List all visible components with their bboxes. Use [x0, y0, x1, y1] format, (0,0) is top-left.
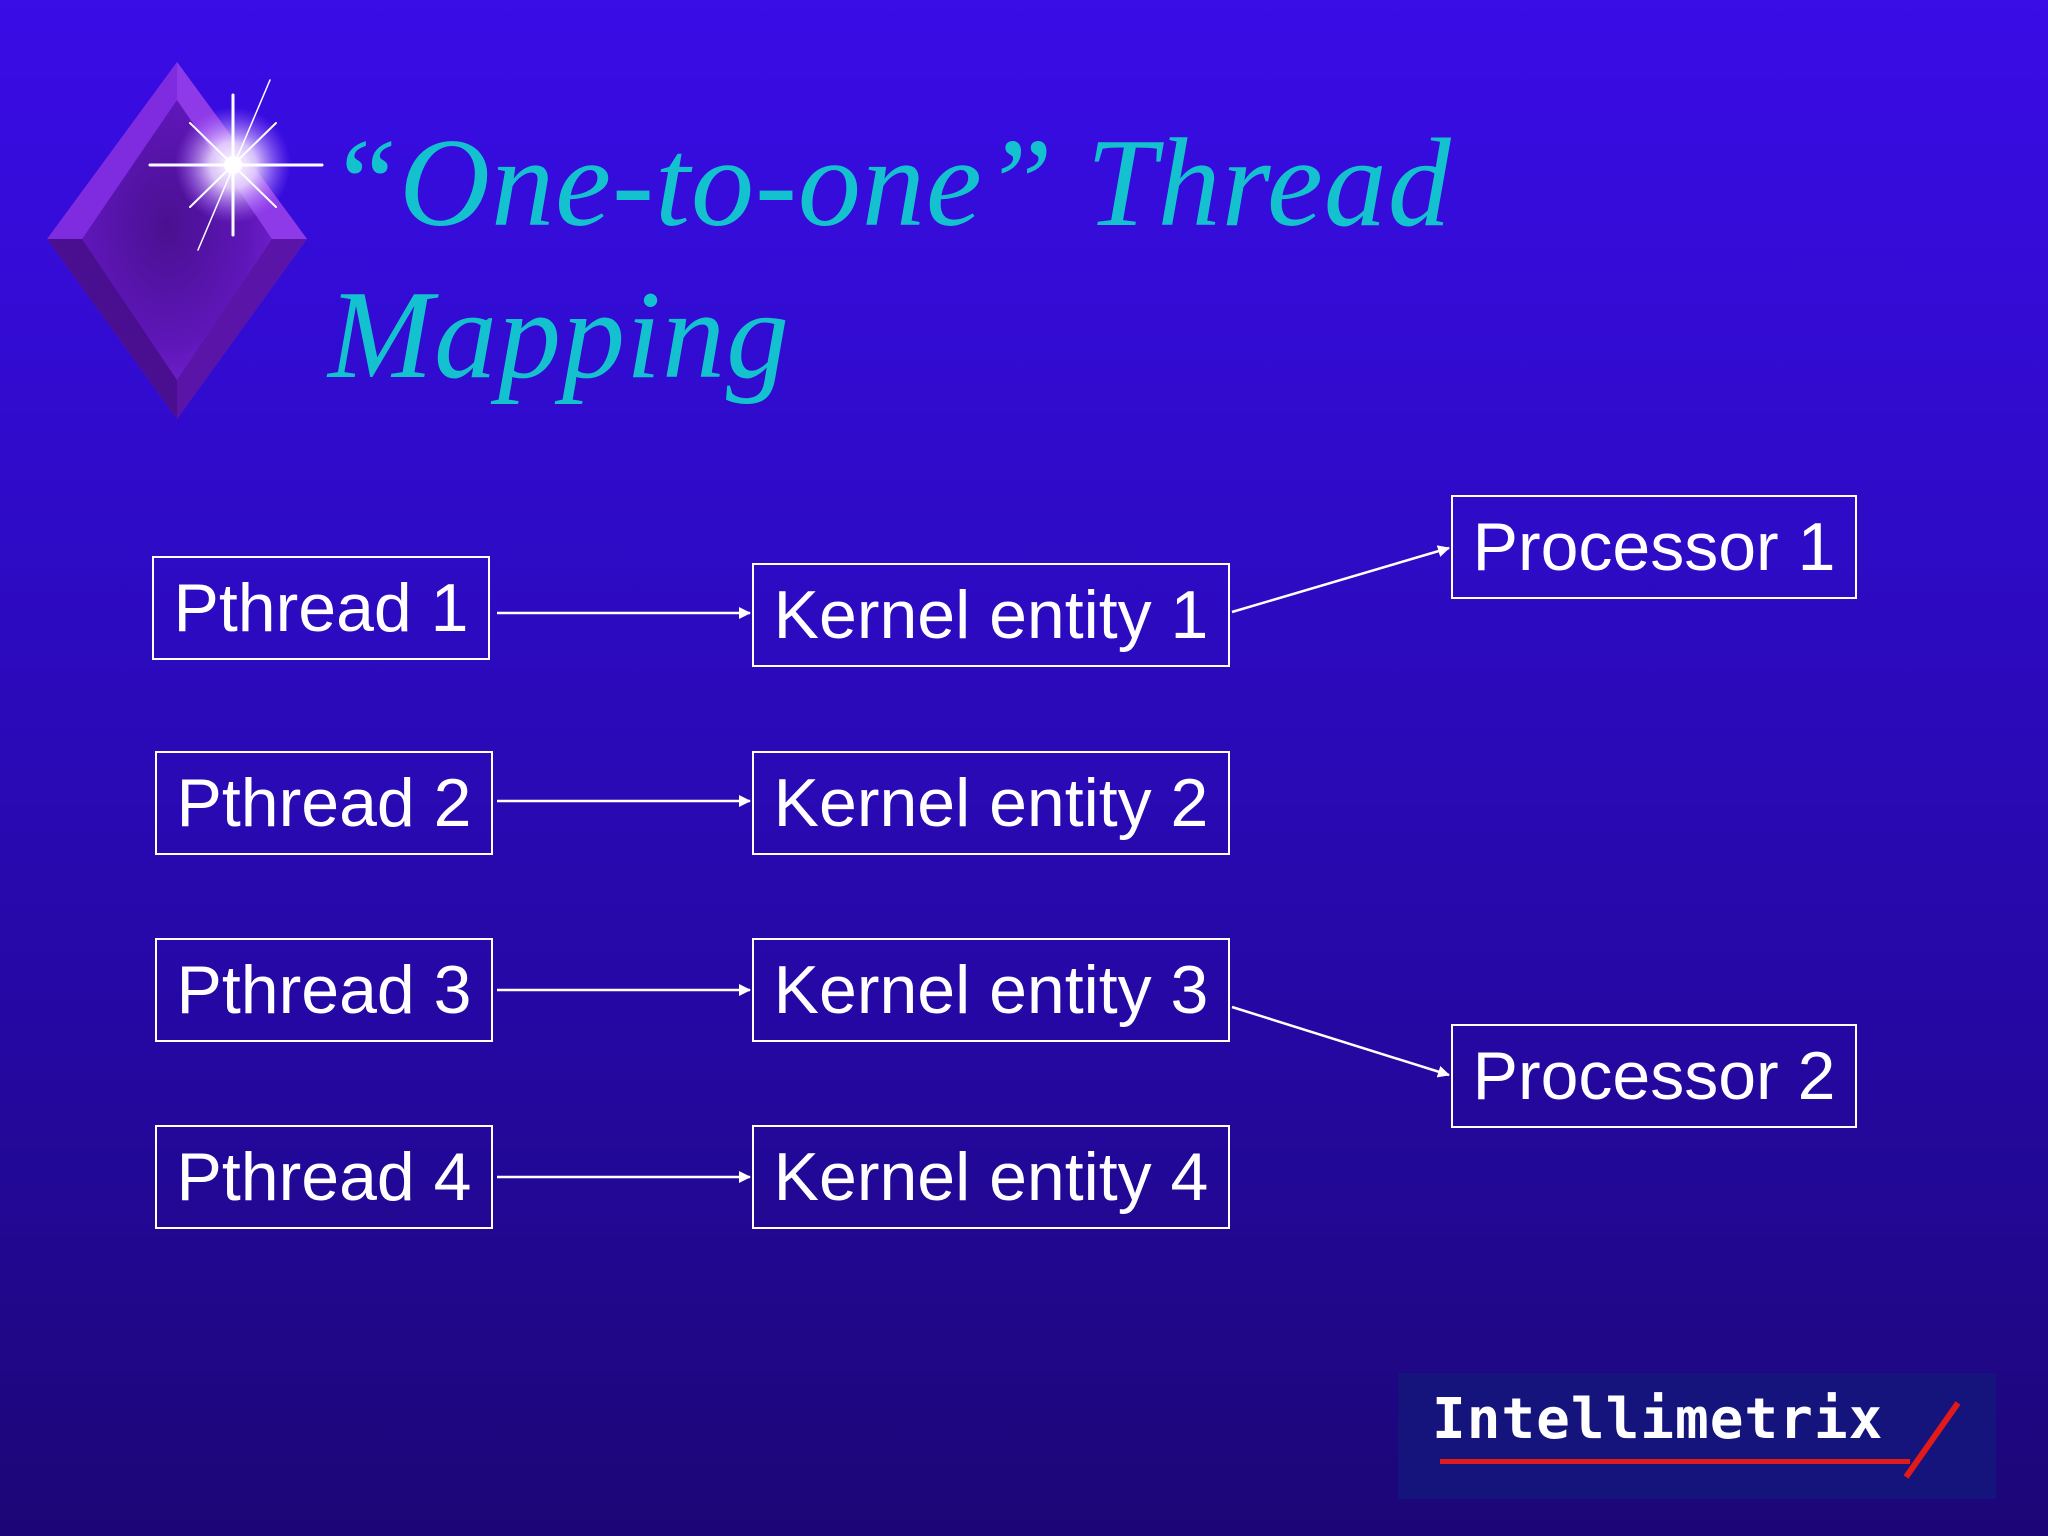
kernel-entity-3-box: Kernel entity 3 [752, 938, 1230, 1042]
kernel-entity-4-box: Kernel entity 4 [752, 1125, 1230, 1229]
title-line-1: “One-to-one” Thread [328, 114, 1452, 253]
pthread-2-box: Pthread 2 [155, 751, 493, 855]
pthread-4-box: Pthread 4 [155, 1125, 493, 1229]
kernel-entity-2-box: Kernel entity 2 [752, 751, 1230, 855]
logo-text: Intellimetrix [1432, 1387, 1884, 1452]
title-line-2: Mapping [328, 266, 790, 405]
processor-2-box: Processor 2 [1451, 1024, 1857, 1128]
processor-1-box: Processor 1 [1451, 495, 1857, 599]
slide-title: “One-to-one” Thread Mapping [328, 108, 1828, 412]
pthread-3-box: Pthread 3 [155, 938, 493, 1042]
intellimetrix-logo: Intellimetrix [1398, 1373, 1996, 1499]
pthread-1-box: Pthread 1 [152, 556, 490, 660]
logo-underline [1440, 1459, 1910, 1464]
diamond-star-ornament-icon [47, 62, 324, 419]
logo-slash-icon [1903, 1401, 1961, 1479]
kernel-entity-1-box: Kernel entity 1 [752, 563, 1230, 667]
arrow-kernel-1-to-processor-1 [1231, 545, 1450, 614]
arrow-kernel-3-to-processor-2 [1231, 1005, 1450, 1078]
